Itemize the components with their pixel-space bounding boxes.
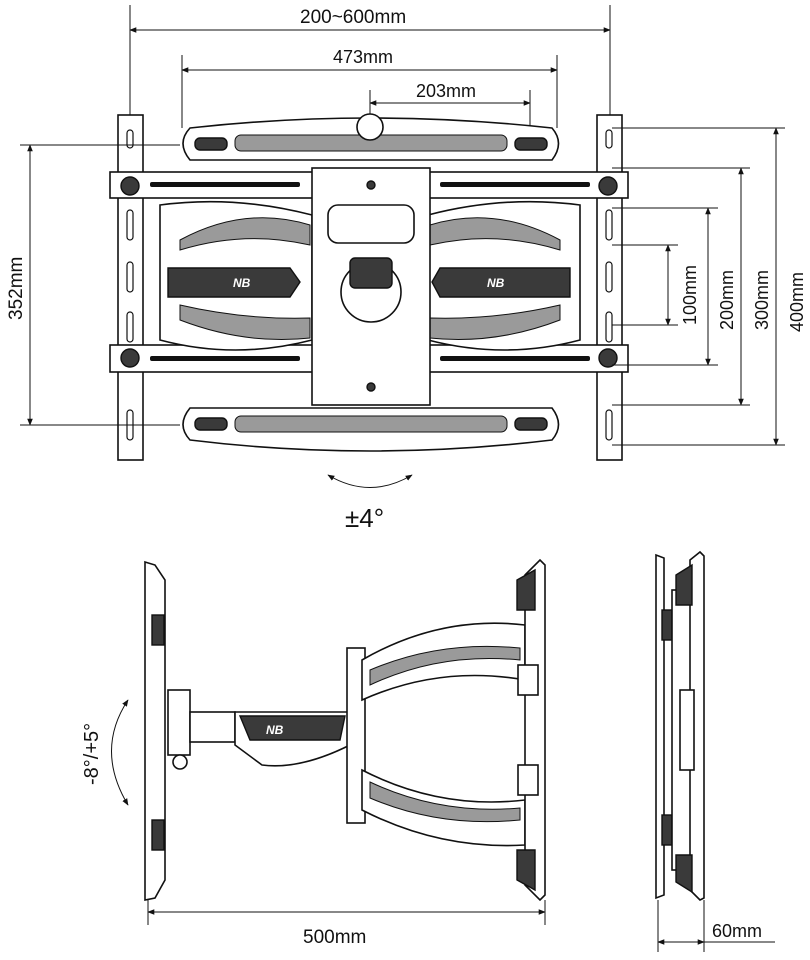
height-label: 352mm — [6, 257, 27, 320]
vesa-200-label: 200mm — [717, 270, 737, 330]
width-range-label: 200~600mm — [300, 7, 406, 28]
rotation-label: ±4° — [345, 503, 384, 533]
profile-view: 60mm — [655, 550, 775, 952]
tilt-label: -8°/+5° — [81, 723, 103, 785]
front-view: NB NB 200~600mm 473mm 203mm 352mm — [6, 5, 807, 533]
center-offset-label: 203mm — [416, 81, 476, 101]
front-logo-right: NB — [487, 276, 505, 290]
vesa-400-label: 400mm — [787, 272, 807, 332]
vesa-300-label: 300mm — [752, 270, 772, 330]
tv-plate-side — [144, 560, 166, 901]
front-logo-left: NB — [233, 276, 251, 290]
extension-label: 500mm — [303, 927, 366, 948]
vesa-100-label: 100mm — [680, 265, 700, 325]
wall-plate-side — [524, 558, 546, 902]
depth-label: 60mm — [712, 921, 762, 941]
side-view: NB -8°/+5° 500mm — [81, 558, 546, 948]
side-logo: NB — [266, 723, 284, 737]
arm-segment — [189, 711, 236, 743]
arm-span-label: 473mm — [333, 47, 393, 67]
